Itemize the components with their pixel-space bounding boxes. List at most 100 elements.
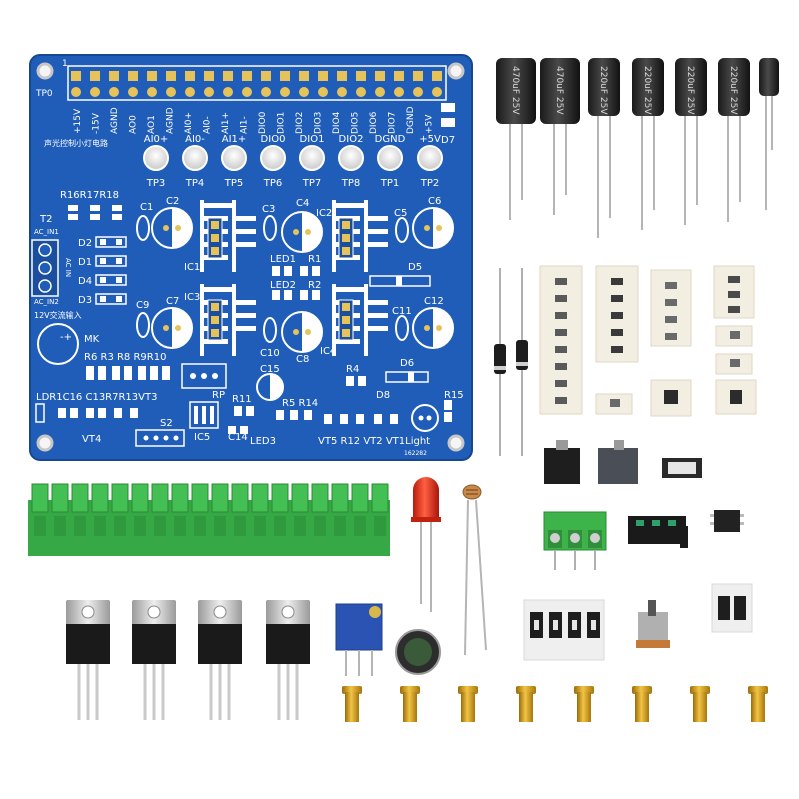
smd-component [665, 316, 677, 323]
terminal-cell [191, 483, 209, 513]
header-pin [204, 71, 214, 81]
red-led [411, 477, 441, 612]
vt4-label: VT4 [82, 434, 101, 445]
regulator-tab-hole [213, 605, 227, 619]
terminal-opening [214, 516, 226, 536]
led3-label: LED3 [250, 436, 276, 447]
t2-label: T2 [39, 214, 52, 225]
test-point-pad [182, 145, 208, 171]
terminal-cell [31, 483, 49, 513]
slide-switch [636, 600, 670, 648]
electrolytic-capacitor-body [718, 58, 750, 116]
header-pin [413, 87, 423, 97]
c12-label: C12 [424, 296, 444, 307]
r16-r18-label: R16R17R18 [60, 190, 119, 201]
c6-label: C6 [428, 196, 441, 207]
header-pin [90, 87, 100, 97]
test-point-top-label: AI0+ [144, 134, 169, 145]
test-point-pad [338, 145, 364, 171]
ldr-row-label: LDR1C16 C13R7R13VT3 [36, 392, 157, 403]
smd-component [555, 363, 567, 370]
terminal-cell [291, 483, 309, 513]
test-point-top-label: +5V [419, 134, 441, 145]
bridge-diode-pad [100, 258, 106, 264]
bridge-diode-pad [100, 296, 106, 302]
test-point-pad [143, 145, 169, 171]
ac-in2-label: AC_IN2 [34, 298, 59, 306]
header-pin [223, 87, 233, 97]
terminal-opening [94, 516, 106, 536]
green-terminal-block-strip [28, 483, 390, 556]
smd-component [555, 295, 567, 302]
terminal-opening [114, 516, 126, 536]
header-pin-row [71, 71, 442, 97]
terminal-opening [134, 516, 146, 536]
smd-component [555, 329, 567, 336]
axial-diodes [494, 268, 528, 456]
terminal-opening [194, 516, 206, 536]
bridge-diode-label: D4 [78, 276, 92, 287]
header-pin [109, 87, 119, 97]
standoff-body [635, 692, 649, 722]
d8-label: D8 [376, 390, 390, 401]
header-pin [166, 71, 176, 81]
black-connector [628, 516, 688, 548]
standoff-body [345, 692, 359, 722]
test-point-top-label: AI0- [185, 134, 205, 145]
electrolytic-capacitor-body [632, 58, 664, 116]
smd-component [728, 276, 740, 283]
c5-label: C5 [394, 208, 407, 219]
test-point-top-label: AI1+ [222, 134, 247, 145]
smd-component [611, 278, 623, 285]
board-code: 162282 [404, 450, 427, 457]
pcb-title-cn: 声光控制小灯电路 [44, 138, 108, 148]
header-pin [337, 87, 347, 97]
ic1-label: IC1 [184, 262, 200, 273]
ic3-label: IC3 [184, 292, 200, 303]
header-pin-label: AI1+ [221, 112, 231, 134]
led-resistor-pads [228, 266, 452, 434]
test-point-label: TP6 [263, 178, 283, 189]
c8-label: C8 [296, 354, 309, 365]
tactile-switch-button [591, 620, 596, 630]
electrolytic-capacitor-body [588, 58, 620, 116]
smd-pads-ldr-row [35, 403, 138, 423]
ic5-label: IC5 [194, 432, 210, 443]
header-pin [128, 71, 138, 81]
header-pin [185, 87, 195, 97]
tactile-switch-button [553, 620, 558, 630]
s2-switch-footprint [135, 429, 185, 447]
led1-label: LED1 [270, 254, 296, 265]
test-point-pad [417, 145, 443, 171]
d7-body [441, 103, 455, 112]
header-pin [375, 87, 385, 97]
test-point-label: TP7 [302, 178, 322, 189]
smd-component [611, 295, 623, 302]
d7-label: D7 [441, 135, 455, 146]
capacitor-rating: 470uF 25V [510, 66, 520, 115]
header-pin [147, 87, 157, 97]
test-point-pad [377, 145, 403, 171]
header-pin-label: AGND [110, 107, 120, 134]
tp0-label: TP0 [35, 89, 53, 99]
tactile-switch-button [572, 620, 577, 630]
regulator-tab-hole [147, 605, 161, 619]
smd-component [728, 291, 740, 298]
terminal-opening [274, 516, 286, 536]
d7-body [441, 118, 455, 127]
capacitor-rating: 220uF 25V [642, 66, 652, 115]
small-electrolytic-cap [759, 58, 779, 210]
header-pin [356, 71, 366, 81]
terminal-opening [314, 516, 326, 536]
ceramic-cap-footprints [136, 215, 409, 343]
terminal-opening [174, 516, 186, 536]
d5-label: D5 [408, 262, 422, 273]
bridge-diode-pad [116, 296, 122, 302]
trimmer-potentiometer [335, 603, 383, 676]
header-pin [147, 71, 157, 81]
electrolytic-capacitor-body [540, 58, 580, 124]
mount-hole [36, 62, 54, 80]
standoff-body [403, 692, 417, 722]
header-pin [280, 71, 290, 81]
test-point-top-label: DGND [375, 134, 406, 145]
